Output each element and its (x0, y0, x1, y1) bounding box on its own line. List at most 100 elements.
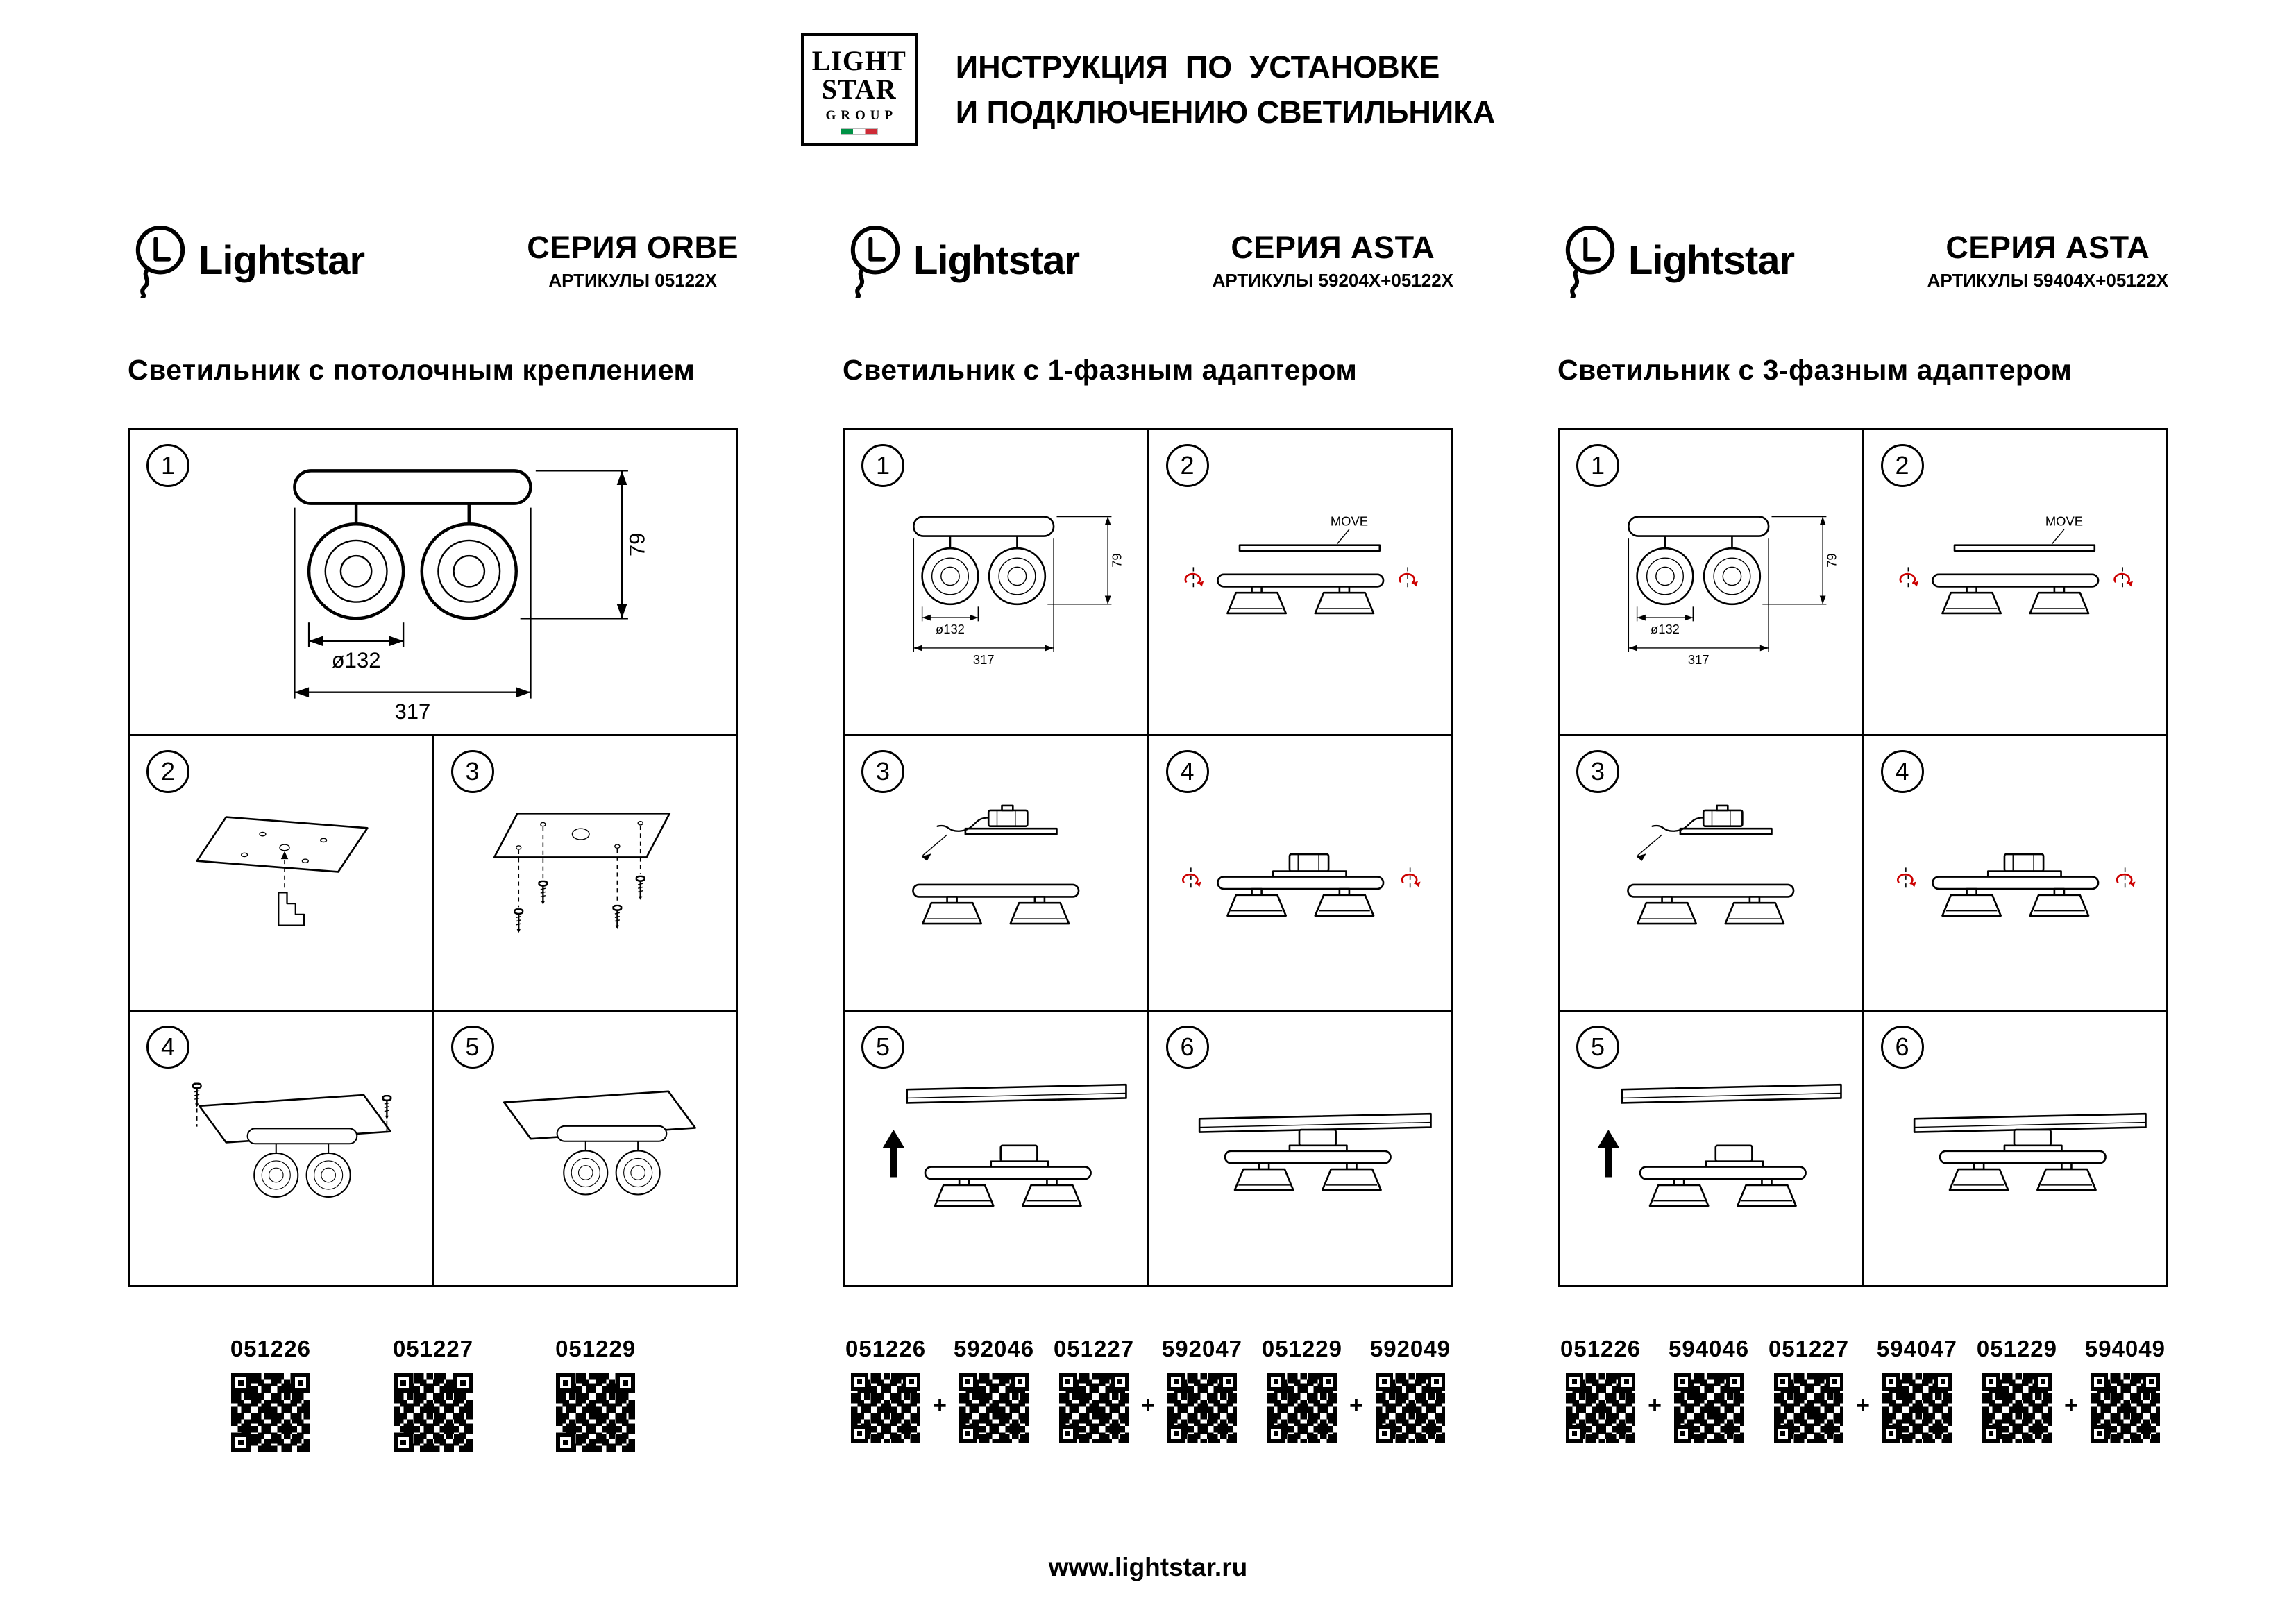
illustration-fixture-dimensions (1571, 440, 1851, 727)
step-cell-5: 5 (434, 1012, 736, 1285)
step-cell-3: 3 (434, 736, 736, 1010)
article-group: 051229 (555, 1336, 636, 1452)
article-pair: 051227 + 594047 (1769, 1336, 1957, 1443)
article-pair: 051226 + 594046 (1560, 1336, 1749, 1443)
series-title: СЕРИЯ ASTA (1945, 229, 2150, 265)
qr-finder (1982, 1425, 2000, 1443)
step-cell-1: 1 (130, 430, 736, 734)
qr-finder (1375, 1373, 1393, 1391)
step-number: 5 (1576, 1026, 1619, 1069)
qr-finder (1427, 1373, 1445, 1391)
step-cell-1: 1 (1560, 430, 1862, 734)
qr-finder (230, 1373, 251, 1393)
article-code: 051227 (392, 1336, 474, 1361)
qr-finder (2034, 1373, 2052, 1391)
lightstar-logo: Lightstar (843, 222, 1080, 298)
article-group: 592046 (954, 1336, 1034, 1443)
qr-finder (1618, 1373, 1636, 1391)
lightstar-bulb-icon (128, 222, 187, 298)
step-number: 4 (1880, 750, 1924, 793)
step-number: 2 (1880, 444, 1924, 487)
lightstar-logo: Lightstar (1558, 222, 1795, 298)
lightstar-wordmark: Lightstar (913, 237, 1080, 283)
step-number: 4 (1165, 750, 1209, 793)
plus-sign: + (1648, 1392, 1662, 1418)
qr-finder (1882, 1373, 1900, 1391)
step-cell-4: 4 (1149, 736, 1451, 1010)
logo-text: LIGHT (811, 44, 906, 76)
column-header: Lightstar СЕРИЯ ASTA АРТИКУЛЫ 59204X+051… (843, 222, 1453, 298)
step-number: 3 (861, 750, 904, 793)
qr-finder (2090, 1425, 2108, 1443)
qr-finder (1011, 1373, 1029, 1391)
series-block: СЕРИЯ ORBE АРТИКУЛЫ 05122X (527, 230, 738, 291)
qr-finder (1319, 1373, 1337, 1391)
qr-code (1375, 1373, 1445, 1443)
step-cell-3: 3 (845, 736, 1147, 1010)
article-code: 051226 (1560, 1336, 1641, 1361)
article-pair: 051226 + 592046 (845, 1336, 1034, 1443)
step-number: 1 (1576, 444, 1619, 487)
step-number: 6 (1880, 1026, 1924, 1069)
lightstar-logo: Lightstar (128, 222, 365, 298)
article-code: 051229 (1261, 1336, 1342, 1361)
qr-code (1566, 1373, 1636, 1443)
article-code: 051226 (845, 1336, 927, 1361)
qr-finder (1882, 1425, 1900, 1443)
article-group: 594047 (1877, 1336, 1957, 1443)
article-group: 051226 (845, 1336, 926, 1443)
article-code: 051227 (1053, 1336, 1135, 1361)
qr-code (2090, 1373, 2160, 1443)
italian-flag-icon (840, 128, 878, 135)
qr-finder (851, 1373, 869, 1391)
lightstar-group-logo: LIGHT STAR GROUP (800, 33, 918, 146)
column-header: Lightstar СЕРИЯ ASTA АРТИКУЛЫ 59404X+051… (1558, 222, 2168, 298)
article-group: 051229 (1262, 1336, 1342, 1443)
qr-finder (1982, 1373, 2000, 1391)
plus-sign: + (1856, 1392, 1870, 1418)
column-asta-3phase: Lightstar СЕРИЯ ASTA АРТИКУЛЫ 59404X+051… (1558, 222, 2168, 1452)
qr-finder (1934, 1373, 1952, 1391)
qr-finder (1267, 1373, 1285, 1391)
series-title: СЕРИЯ ASTA (1231, 229, 1435, 265)
step-number: 2 (146, 750, 189, 793)
qr-finder (1674, 1373, 1692, 1391)
qr-finder (453, 1373, 473, 1393)
step-number: 1 (146, 444, 189, 487)
articles-qr-row: 051226 + 594046 051227 + 594047 (1558, 1336, 2168, 1443)
qr-finder (1059, 1373, 1077, 1391)
qr-finder (1774, 1425, 1791, 1443)
qr-finder (903, 1373, 921, 1391)
series-articles-label: АРТИКУЛЫ 05122X (548, 269, 717, 291)
column-subtitle: Светильник с потолочным креплением (128, 354, 695, 386)
instruction-grid: 1 2 3 4 5 6 (843, 428, 1453, 1287)
qr-finder (959, 1425, 977, 1443)
column-orbe: Lightstar СЕРИЯ ORBE АРТИКУЛЫ 05122X Све… (128, 222, 738, 1452)
title-line-1: ИНСТРУКЦИЯ ПО УСТАНОВКЕ (955, 49, 1440, 85)
article-group: 051227 (1769, 1336, 1849, 1443)
step-number: 4 (146, 1026, 189, 1069)
step-cell-2: 2 (1149, 430, 1451, 734)
column-header: Lightstar СЕРИЯ ORBE АРТИКУЛЫ 05122X (128, 222, 738, 298)
columns-container: Lightstar СЕРИЯ ORBE АРТИКУЛЫ 05122X Све… (0, 222, 2296, 1452)
step-cell-2: 2 (130, 736, 432, 1010)
qr-finder (1726, 1373, 1744, 1391)
step-cell-1: 1 (845, 430, 1147, 734)
lightstar-bulb-icon (1558, 222, 1617, 298)
qr-finder (556, 1433, 576, 1452)
qr-finder (1826, 1373, 1843, 1391)
article-code: 592046 (953, 1336, 1035, 1361)
step-number: 3 (450, 750, 494, 793)
step-cell-5: 5 (1560, 1012, 1862, 1285)
qr-finder (1219, 1373, 1237, 1391)
step-cell-6: 6 (1864, 1012, 2166, 1285)
qr-code (959, 1373, 1029, 1443)
article-group: 051226 (230, 1336, 311, 1452)
logo-text: STAR (821, 73, 897, 105)
column-subtitle: Светильник с 3-фазным адаптером (1558, 354, 2073, 386)
article-code: 592047 (1161, 1336, 1243, 1361)
article-group: 051227 (1054, 1336, 1134, 1443)
article-group: 051227 (393, 1336, 473, 1452)
plus-sign: + (2064, 1392, 2078, 1418)
article-group: 594046 (1669, 1336, 1749, 1443)
